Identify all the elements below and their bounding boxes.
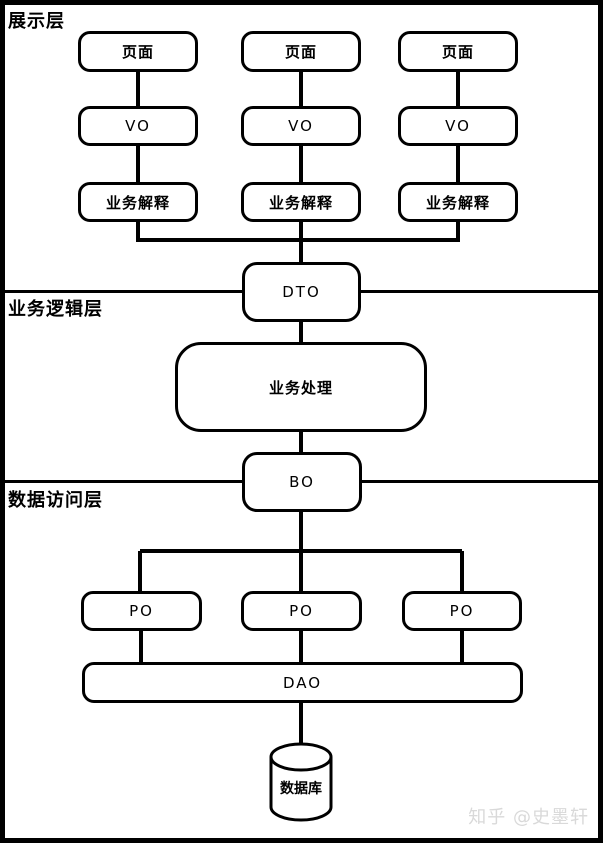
node-po-2: PO [241, 591, 362, 631]
node-interpret-2: 业务解释 [241, 182, 361, 222]
node-page-3: 页面 [398, 31, 518, 72]
node-database-label: 数据库 [280, 781, 322, 797]
node-business-process: 业务处理 [175, 342, 427, 432]
node-dao: DAO [82, 662, 523, 703]
edge-po-dao [139, 630, 464, 662]
edge-page-vo [136, 71, 460, 106]
node-page-2: 页面 [241, 31, 361, 72]
layer-label-data-access: 数据访问层 [8, 490, 103, 511]
database-cylinder [269, 742, 333, 822]
node-vo-3: VO [398, 106, 518, 146]
layer-label-business-logic: 业务逻辑层 [8, 299, 103, 320]
node-po-3: PO [402, 591, 522, 631]
node-page-1: 页面 [78, 31, 198, 72]
edge-interpret-dto [136, 222, 460, 262]
watermark: 知乎 @史墨轩 [468, 807, 589, 828]
node-interpret-3: 业务解释 [398, 182, 518, 222]
layer-label-presentation: 展示层 [8, 11, 65, 32]
node-vo-2: VO [241, 106, 361, 146]
node-vo-1: VO [78, 106, 198, 146]
edge-vo-interpret [136, 146, 460, 182]
edge-bo-po [138, 512, 464, 591]
node-po-1: PO [81, 591, 202, 631]
node-dto: DTO [242, 262, 361, 322]
node-interpret-1: 业务解释 [78, 182, 198, 222]
node-bo: BO [242, 452, 362, 512]
